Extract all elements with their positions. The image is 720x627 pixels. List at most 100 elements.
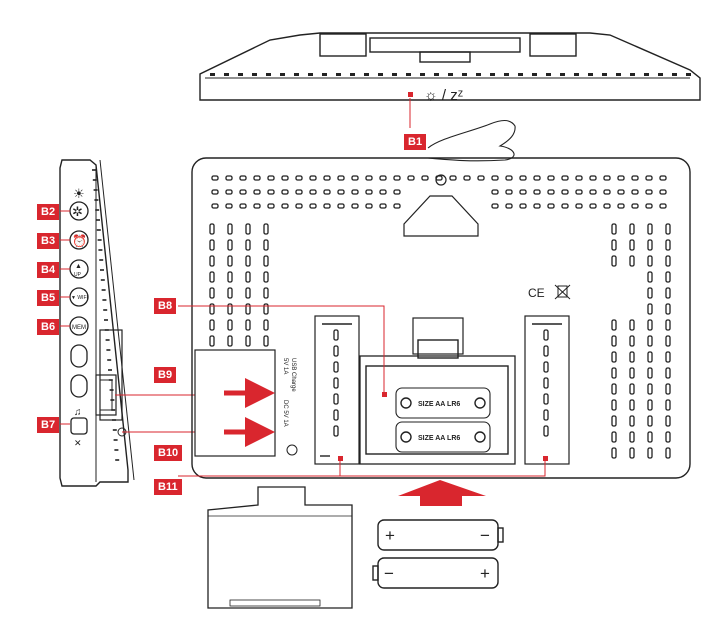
back-vent — [665, 223, 671, 235]
label-b2: B2 — [37, 204, 60, 220]
back-vent — [245, 335, 251, 347]
top-vent — [280, 73, 285, 76]
back-vent — [665, 383, 671, 395]
top-vent — [350, 73, 355, 76]
side-button-a[interactable] — [70, 344, 88, 368]
back-vent — [351, 203, 359, 209]
back-vent — [617, 189, 625, 195]
back-vent — [611, 335, 617, 347]
back-vent — [323, 189, 331, 195]
back-vent — [263, 255, 269, 267]
back-vent — [575, 203, 583, 209]
back-vent — [227, 239, 233, 251]
dc-text: DC 5V 1A — [282, 400, 288, 427]
back-vent — [309, 189, 317, 195]
back-vent — [603, 203, 611, 209]
back-vent — [575, 189, 583, 195]
back-vent — [647, 287, 653, 299]
top-vent — [252, 73, 257, 76]
usb-text-1: 5V 1A — [282, 358, 288, 374]
back-vent — [611, 223, 617, 235]
back-vent — [575, 175, 583, 181]
back-vent — [323, 203, 331, 209]
back-vent — [611, 383, 617, 395]
back-vent — [245, 255, 251, 267]
back-vent — [659, 203, 667, 209]
back-panel — [191, 157, 691, 479]
top-vent — [434, 73, 439, 76]
back-vent — [543, 329, 549, 341]
label-b3: B3 — [37, 233, 60, 249]
back-vent — [263, 223, 269, 235]
top-vent — [322, 73, 327, 76]
back-vent — [589, 189, 597, 195]
b7-switch[interactable] — [70, 417, 88, 435]
top-vent — [574, 73, 579, 76]
battery2-left: − — [384, 564, 394, 583]
bell-icon: ♫ — [74, 407, 82, 418]
back-vent — [211, 175, 219, 181]
back-vent — [209, 255, 215, 267]
back-vent — [407, 175, 415, 181]
side-button-b[interactable] — [70, 374, 88, 398]
top-vent — [532, 73, 537, 76]
back-vent — [629, 319, 635, 331]
label-b5: B5 — [37, 290, 60, 306]
back-vent — [631, 189, 639, 195]
back-vent — [629, 431, 635, 443]
back-vent — [435, 175, 443, 181]
back-vent — [225, 203, 233, 209]
back-vent — [611, 319, 617, 331]
back-vent — [491, 189, 499, 195]
down-button-label: ▼ WIFI — [71, 295, 88, 301]
top-vent — [364, 73, 369, 76]
back-vent — [309, 203, 317, 209]
back-vent — [665, 351, 671, 363]
top-vent — [546, 73, 551, 76]
back-vent — [645, 175, 653, 181]
back-vent — [665, 271, 671, 283]
back-vent — [629, 447, 635, 459]
back-vent — [295, 189, 303, 195]
back-vent — [647, 383, 653, 395]
back-vent — [211, 189, 219, 195]
top-vent — [462, 73, 467, 76]
top-vent — [490, 73, 495, 76]
back-vent — [665, 399, 671, 411]
back-vent — [647, 255, 653, 267]
batteries — [372, 519, 504, 589]
weee-bin-icon — [554, 284, 571, 300]
top-vent — [560, 73, 565, 76]
back-vent — [245, 303, 251, 315]
back-vent — [611, 415, 617, 427]
side-view-body — [59, 159, 129, 487]
back-vent — [543, 425, 549, 437]
side-buttons: ☀ ✲ ⏰ ▲ UP ▼ WIFI MEM ♫ ✕ — [69, 186, 89, 448]
battery-slot-2 — [395, 421, 491, 453]
back-vent — [239, 203, 247, 209]
back-vent — [227, 255, 233, 267]
top-view — [199, 32, 701, 101]
gear-icon: ✲ — [72, 204, 83, 219]
back-vent — [533, 189, 541, 195]
back-vent — [647, 351, 653, 363]
back-vent — [263, 303, 269, 315]
top-vent — [378, 73, 383, 76]
back-vent — [491, 203, 499, 209]
top-view-body — [199, 32, 701, 101]
back-vent — [665, 367, 671, 379]
back-vent — [589, 175, 597, 181]
back-vent — [245, 287, 251, 299]
back-vent — [647, 431, 653, 443]
back-vent — [351, 189, 359, 195]
back-vent — [393, 189, 401, 195]
back-vent — [647, 335, 653, 347]
back-vent — [647, 303, 653, 315]
back-vent — [267, 203, 275, 209]
back-leaders — [178, 305, 546, 477]
back-vent — [665, 255, 671, 267]
back-vent — [337, 203, 345, 209]
back-vent — [379, 175, 387, 181]
back-vent — [379, 189, 387, 195]
